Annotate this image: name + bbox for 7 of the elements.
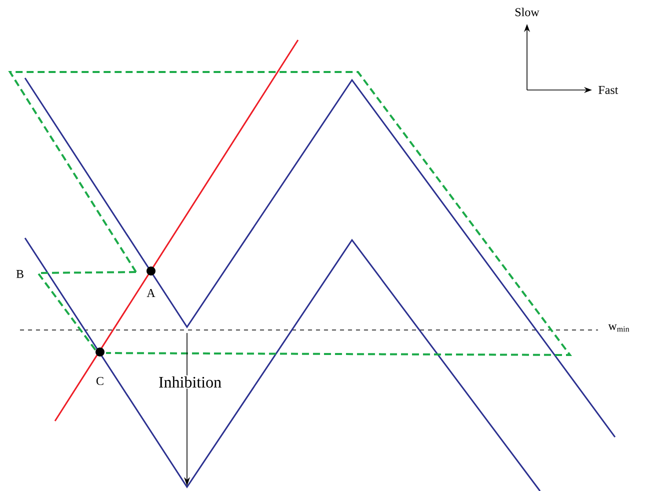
- point-label: B: [16, 270, 24, 278]
- threshold-label: w$_{min}$: [608, 324, 630, 332]
- axis-label: Fast: [598, 86, 618, 94]
- point-label: A: [146, 289, 156, 297]
- point-label: C: [96, 376, 104, 386]
- axis-label: Slow: [515, 8, 540, 16]
- inhibition-label: Inhibition: [157, 375, 223, 389]
